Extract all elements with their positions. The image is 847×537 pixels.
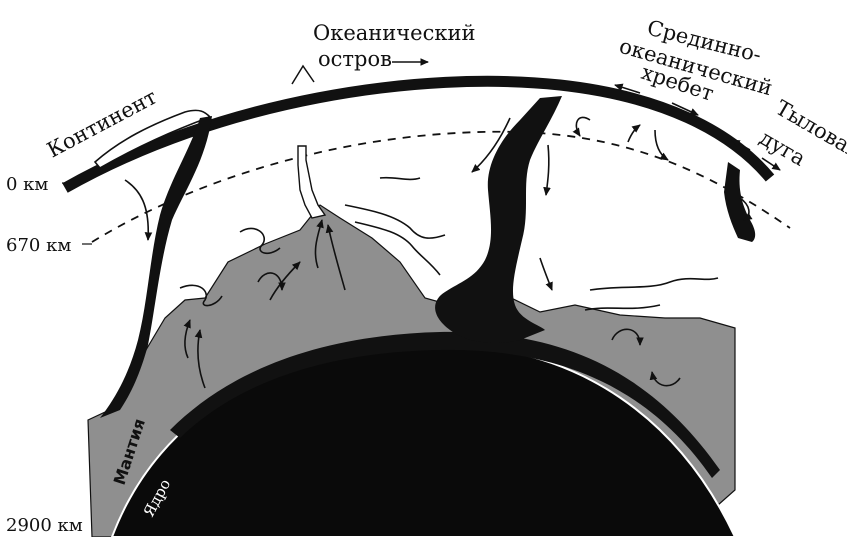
- lithosphere-plate: [65, 81, 770, 188]
- wavy-strand-7: [380, 178, 420, 180]
- flow-arrow-10: [540, 258, 552, 290]
- flow-arrow-9: [546, 145, 549, 195]
- depth-label-670: 670 км: [6, 235, 71, 256]
- wavy-strand-5: [590, 278, 718, 290]
- depth-label-0: 0 км: [6, 174, 48, 195]
- flow-arrow-13: [655, 130, 668, 160]
- flow-arrow-1: [125, 180, 148, 240]
- flow-arrow-11: [576, 117, 590, 136]
- ocean-island-label-line1: Океанический: [313, 21, 475, 45]
- ocean-island-label-line2: остров: [318, 47, 392, 71]
- wavy-strand-6: [585, 305, 660, 310]
- depth-label-2900: 2900 км: [6, 515, 83, 536]
- flow-arrow-12: [628, 125, 640, 142]
- ocean-island-peak: [292, 66, 314, 84]
